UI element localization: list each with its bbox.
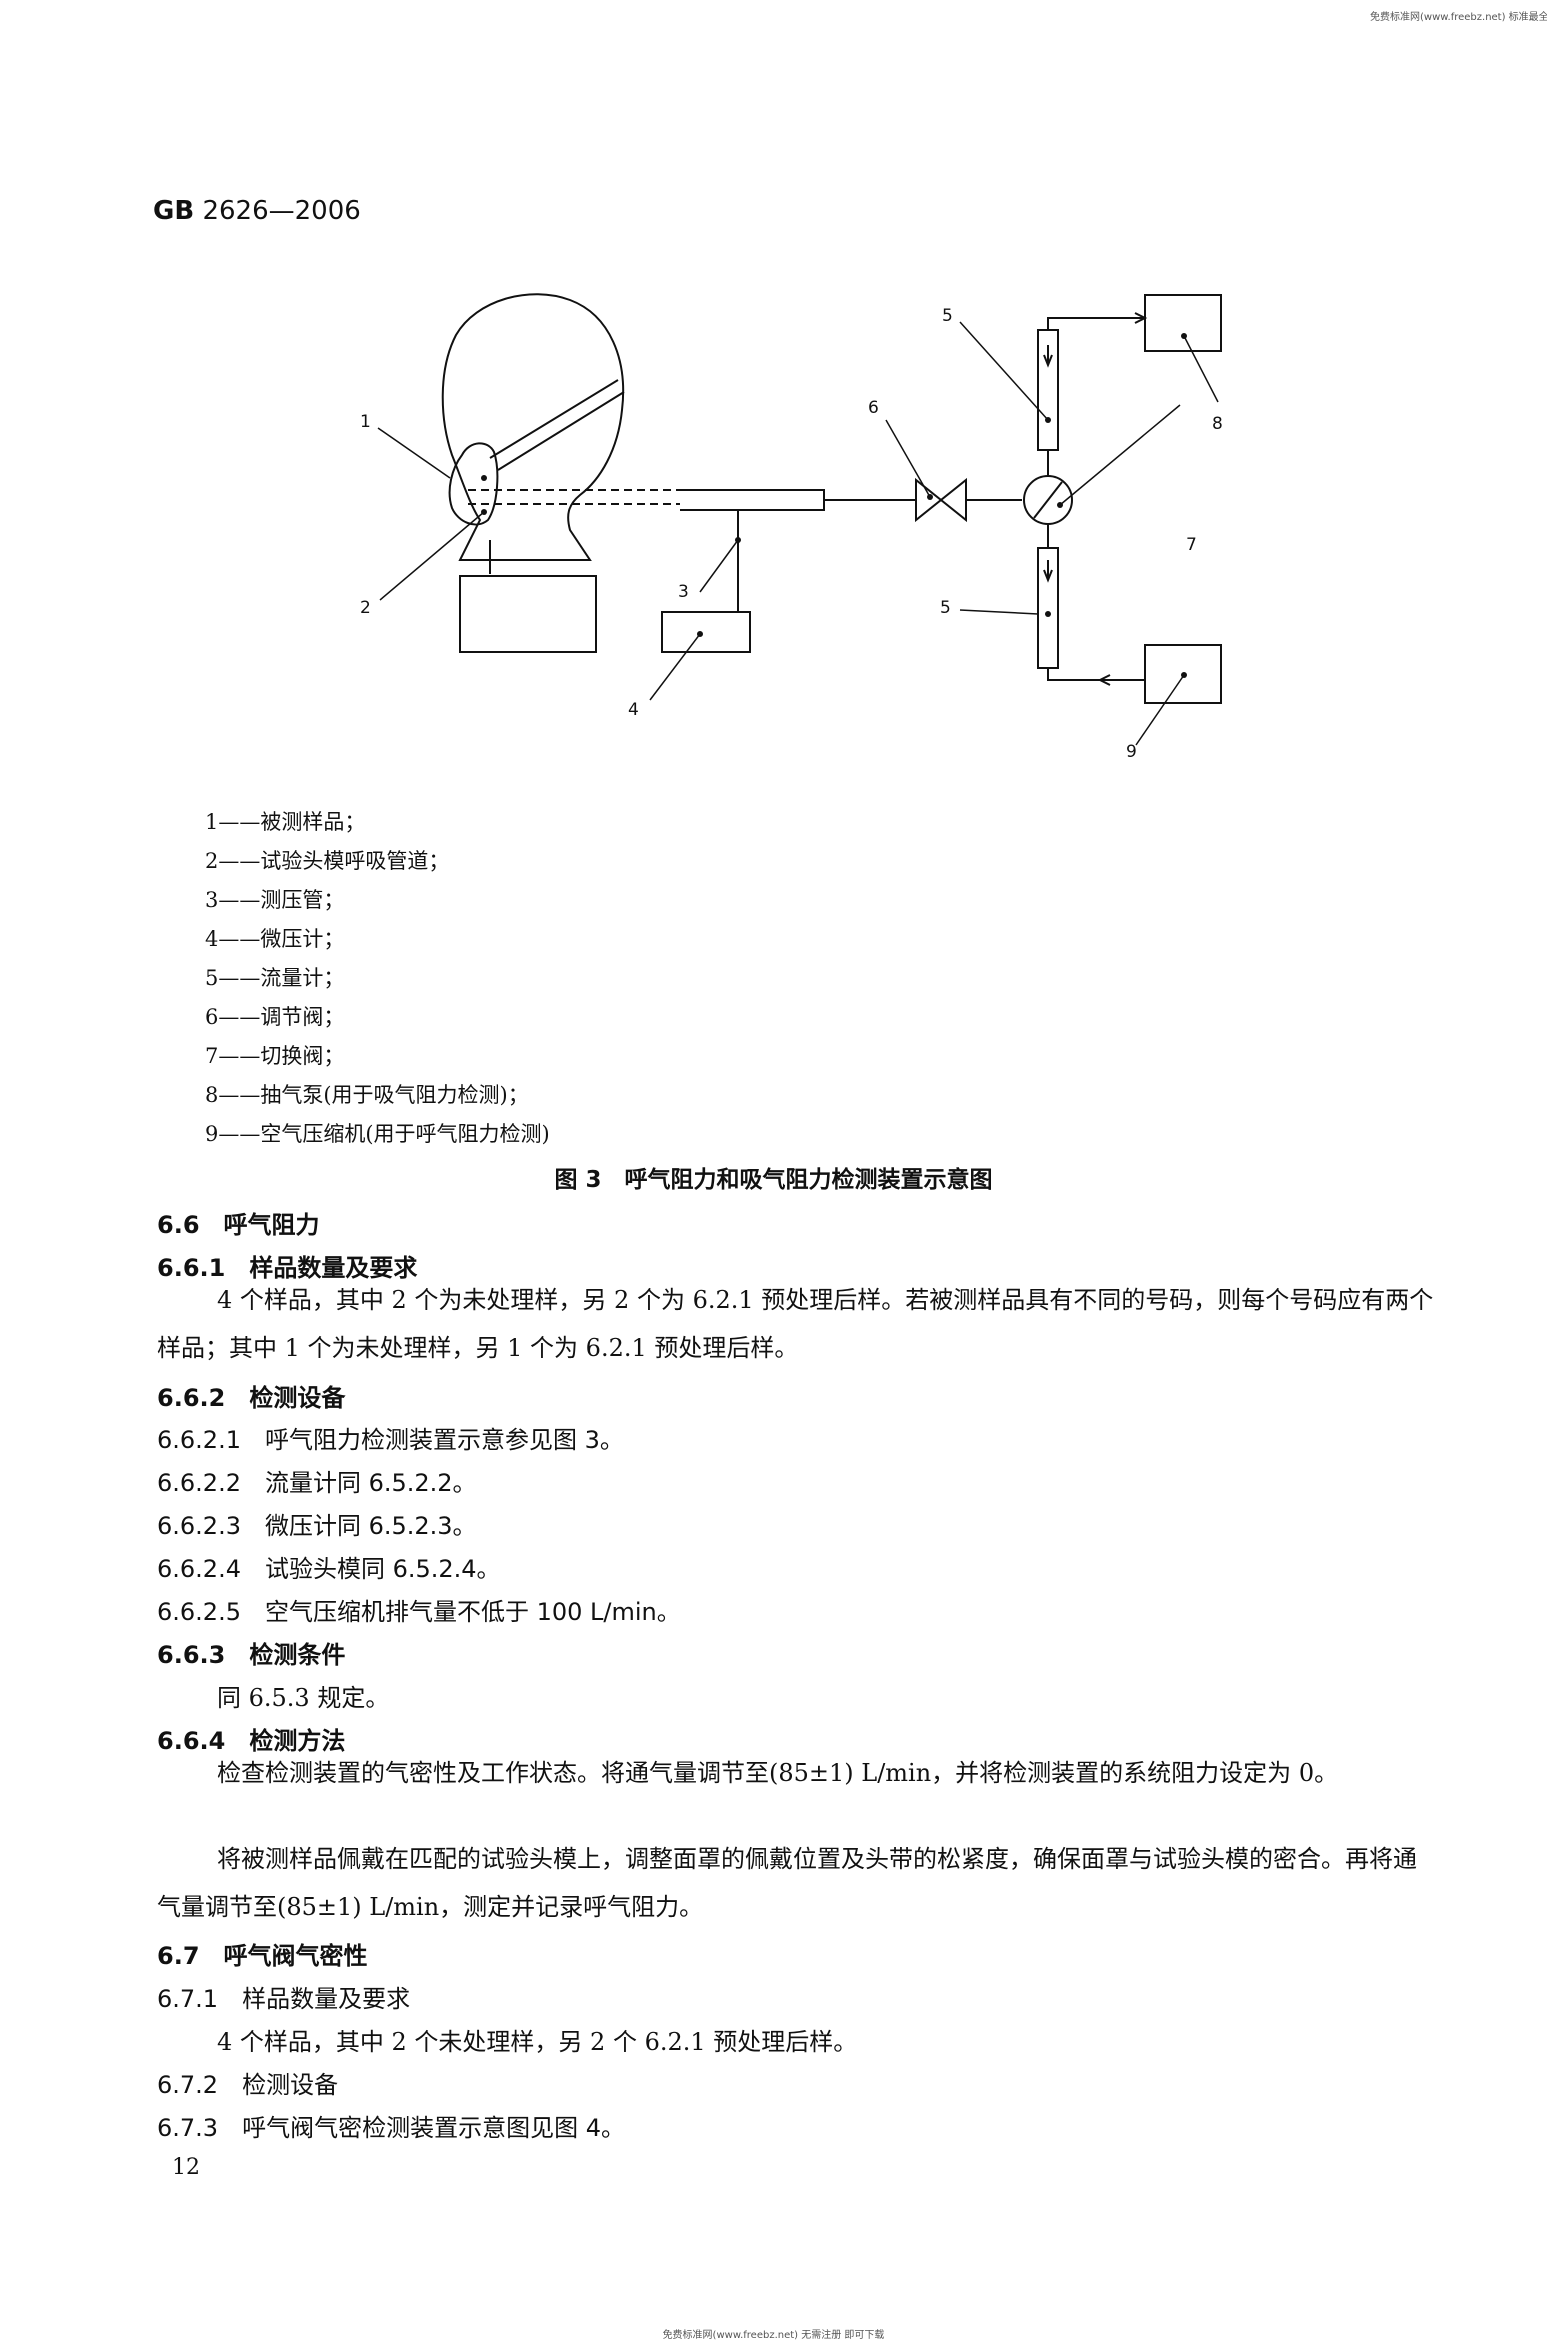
section-number: 6.7.2 [157, 2071, 219, 2099]
line-to-pump [1047, 317, 1145, 330]
regulating-valve [915, 477, 967, 523]
legend-item-2: 2——试验头模呼吸管道； [205, 849, 450, 873]
section-6-7: 6.7 呼气阀气密性 [157, 1936, 368, 1971]
section-title: 呼气阀气密性 [223, 1942, 368, 1970]
section-number: 6.6.1 [157, 1254, 226, 1282]
callout-7: 7 [1186, 535, 1197, 555]
callout-2: 2 [360, 598, 371, 618]
paragraph-6-6-4-a: 检查检测装置的气密性及工作状态。将通气量调节至(85±1) L/min，并将检测… [217, 1759, 1339, 1787]
legend-item-4: 4——微压计； [205, 927, 345, 951]
paragraph-6-6-4-b: 将被测样品佩戴在匹配的试验头模上，调整面罩的佩戴位置及头带的松紧度，确保面罩与试… [157, 1845, 1417, 1921]
legend-item-7: 7——切换阀； [205, 1044, 345, 1068]
standard-number: 2626—2006 [202, 196, 361, 226]
clause-text: 呼气阀气密检测装置示意图见图 4。 [242, 2114, 625, 2142]
clause-6-6-2-1: 6.6.2.1 呼气阻力检测装置示意参见图 3。 [157, 1420, 624, 1455]
standard-header: GB 2626—2006 [153, 196, 361, 226]
clause-number: 6.7.3 [157, 2114, 219, 2142]
section-number: 6.6.2 [157, 1384, 226, 1412]
section-number: 6.6.3 [157, 1641, 226, 1669]
switch-diagonal [1033, 481, 1063, 519]
section-title: 检测方法 [249, 1727, 346, 1755]
section-number: 6.7.1 [157, 1985, 219, 2013]
legend-item-6: 6——调节阀； [205, 1005, 345, 1029]
clause-6-6-2-2: 6.6.2.2 流量计同 6.5.2.2。 [157, 1463, 477, 1498]
breathing-pipe [680, 489, 825, 511]
headband [489, 379, 625, 471]
callout-3: 3 [678, 582, 689, 602]
clause-6-7-3: 6.7.3 呼气阀气密检测装置示意图见图 4。 [157, 2108, 625, 2143]
legend-item-1: 1——被测样品； [205, 810, 366, 834]
mask-sample [448, 442, 499, 526]
legend-item-8: 8——抽气泵(用于吸气阻力检测)； [205, 1083, 529, 1107]
section-6-6-2: 6.6.2 检测设备 [157, 1378, 345, 1413]
clause-6-6-2-5: 6.6.2.5 空气压缩机排气量不低于 100 L/min。 [157, 1592, 681, 1627]
watermark-bottom: 免费标准网(www.freebz.net) 无需注册 即可下载 [662, 2330, 885, 2341]
clause-text: 流量计同 6.5.2.2。 [264, 1469, 477, 1497]
section-6-6: 6.6 呼气阻力 [157, 1205, 320, 1240]
legend-item-9: 9——空气压缩机(用于呼气阻力检测) [205, 1122, 550, 1146]
figure-3-diagram [377, 293, 1222, 746]
callout-9: 9 [1126, 742, 1137, 762]
section-title: 呼气阻力 [223, 1211, 320, 1239]
clause-6-6-2-4: 6.6.2.4 试验头模同 6.5.2.4。 [157, 1549, 501, 1584]
section-title: 检测条件 [249, 1641, 346, 1669]
clause-text: 呼气阻力检测装置示意参见图 3。 [264, 1426, 624, 1454]
paragraph-6-7-1: 4 个样品，其中 2 个未处理样，另 2 个 6.2.1 预处理后样。 [217, 2028, 858, 2056]
legend-item-5: 5——流量计； [205, 966, 345, 990]
section-6-6-4: 6.6.4 检测方法 [157, 1721, 345, 1756]
clause-text: 试验头模同 6.5.2.4。 [264, 1555, 501, 1583]
section-6-7-2: 6.7.2 检测设备 [157, 2065, 338, 2100]
clause-number: 6.6.2.4 [157, 1555, 241, 1583]
legend-item-3: 3——测压管； [205, 888, 345, 912]
line-from-compressor [1047, 668, 1145, 681]
clause-number: 6.6.2.1 [157, 1426, 241, 1454]
section-number: 6.7 [157, 1942, 200, 1970]
section-number: 6.6 [157, 1211, 200, 1239]
section-6-7-1: 6.7.1 样品数量及要求 [157, 1979, 410, 2014]
air-compressor [1144, 644, 1222, 704]
paragraph-6-6-3: 同 6.5.3 规定。 [217, 1684, 390, 1712]
callout-6: 6 [868, 398, 879, 418]
arrow-from-compressor [1097, 674, 1111, 686]
clause-number: 6.6.2.2 [157, 1469, 241, 1497]
section-title: 样品数量及要求 [242, 1985, 411, 2013]
test-head [441, 293, 625, 561]
clause-number: 6.6.2.3 [157, 1512, 241, 1540]
micro-manometer [661, 611, 751, 653]
callout-1: 1 [360, 412, 371, 432]
callout-4: 4 [628, 700, 639, 720]
flow-arrow-down [1043, 560, 1053, 583]
clause-text: 微压计同 6.5.2.3。 [264, 1512, 477, 1540]
callout-8: 8 [1212, 414, 1223, 434]
watermark-top: 免费标准网(www.freebz.net) 标准最全面 [1370, 12, 1547, 23]
section-number: 6.6.4 [157, 1727, 226, 1755]
flow-arrow-up [1043, 345, 1053, 368]
callout-5-upper: 5 [942, 306, 953, 326]
suction-pump [1144, 294, 1222, 352]
breathing-duct [468, 489, 680, 505]
test-head-base [459, 575, 597, 653]
callout-5-lower: 5 [940, 598, 951, 618]
paragraph-6-6-1: 4 个样品，其中 2 个为未处理样，另 2 个为 6.2.1 预处理后样。若被测… [157, 1286, 1434, 1362]
section-title: 检测设备 [242, 2071, 339, 2099]
clause-number: 6.6.2.5 [157, 1598, 241, 1626]
section-title: 检测设备 [249, 1384, 346, 1412]
section-6-6-1: 6.6.1 样品数量及要求 [157, 1248, 417, 1283]
standard-code: GB [153, 196, 195, 226]
figure-caption: 图 3 呼气阻力和吸气阻力检测装置示意图 [554, 1167, 993, 1193]
section-title: 样品数量及要求 [249, 1254, 418, 1282]
section-6-6-3: 6.6.3 检测条件 [157, 1635, 345, 1670]
leader-lines [377, 321, 1219, 746]
clause-text: 空气压缩机排气量不低于 100 L/min。 [264, 1598, 681, 1626]
page-number: 12 [172, 2155, 200, 2180]
clause-6-6-2-3: 6.6.2.3 微压计同 6.5.2.3。 [157, 1506, 477, 1541]
